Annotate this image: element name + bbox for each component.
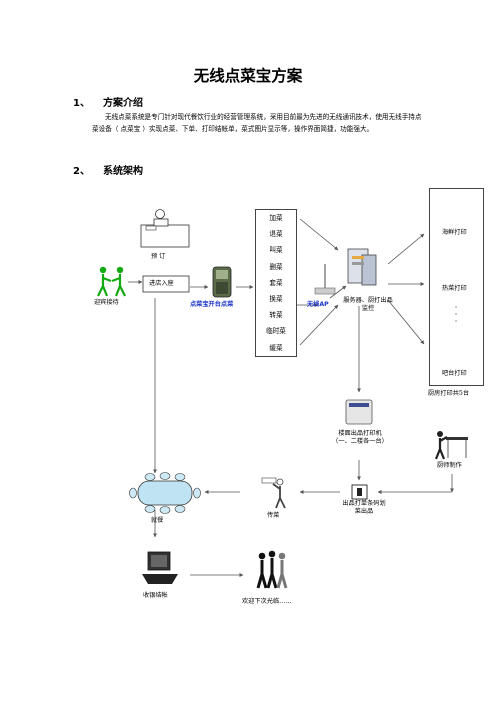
greeting-people-icon [97, 266, 126, 297]
operation-item: 换菜 [269, 294, 283, 303]
kitchen-total-label: 厨房打印共5台 [428, 390, 470, 397]
chef-icon [434, 431, 468, 460]
wireless-ap-label: 无线AP [307, 301, 329, 308]
order-operations-box: 加菜 退菜 叫菜 删菜 套菜 换菜 转菜 临时菜 缓菜 [255, 209, 297, 357]
operation-item: 叫菜 [269, 246, 283, 255]
checkout-label: 收银结帐 [143, 592, 168, 599]
intro-paragraph: 无线点菜系统是专门针对现代餐饮行业的经营管理系统，采用目前最为先进的无线通讯技术… [92, 113, 422, 133]
enter-seat-label: 进店入座 [149, 280, 174, 287]
farewell-people-icon [256, 550, 288, 589]
dining-label: 就餐 [151, 517, 164, 524]
wireless-ap-icon [314, 264, 336, 295]
section-title: 方案介绍 [103, 98, 143, 109]
section-number: 2、 [73, 166, 90, 177]
cashier-computer-icon [142, 551, 178, 584]
section-title: 系统架构 [103, 166, 143, 177]
waiter-icon [261, 477, 286, 509]
operation-item: 套菜 [269, 278, 283, 287]
server-label: 服务器、厨打出品监控 [343, 297, 393, 312]
document-title: 无线点菜宝方案 [193, 67, 303, 85]
barcode-scanner-icon [351, 484, 368, 500]
bar-print-label: 吧台打印 [442, 370, 467, 377]
floor-printer-label: 楼面出品打印机（一、二楼各一台） [332, 430, 388, 445]
floor-printer-icon [345, 399, 373, 425]
barcode-out-label: 出品打单条码划菜出品 [342, 500, 386, 515]
section-heading-architecture: 2、 系统架构 [73, 162, 143, 177]
operation-item: 临时菜 [266, 327, 286, 336]
operation-item: 退菜 [269, 230, 283, 239]
chef-label: 厨师制作 [437, 462, 462, 469]
operation-item: 加菜 [269, 214, 283, 222]
server-icon [347, 248, 377, 286]
operation-item: 转菜 [269, 311, 283, 320]
more-printers-ellipsis: ··· [454, 303, 458, 326]
welcome-back-label: 欢迎下次光临…… [242, 598, 292, 605]
section-heading-intro: 1、 方案介绍 [73, 94, 143, 109]
device-order-label: 点菜宝开台点菜 [190, 301, 234, 308]
serve-label: 传菜 [267, 512, 280, 519]
enter-seat-box [142, 275, 190, 293]
operation-item: 缓菜 [269, 343, 283, 352]
seafood-print-label: 海鲜打印 [442, 229, 467, 236]
dining-table-icon [129, 472, 201, 514]
reservation-label: 预 订 [151, 253, 166, 260]
flow-arrows [128, 218, 454, 577]
kitchen-printers-box [429, 188, 484, 386]
greeting-label: 迎宾接待 [94, 299, 119, 306]
section-number: 1、 [73, 98, 90, 109]
reservation-desk-icon [140, 209, 190, 248]
handheld-device-icon [212, 266, 232, 298]
operation-item: 删菜 [269, 262, 283, 271]
hot-print-label: 热菜打印 [442, 285, 467, 292]
